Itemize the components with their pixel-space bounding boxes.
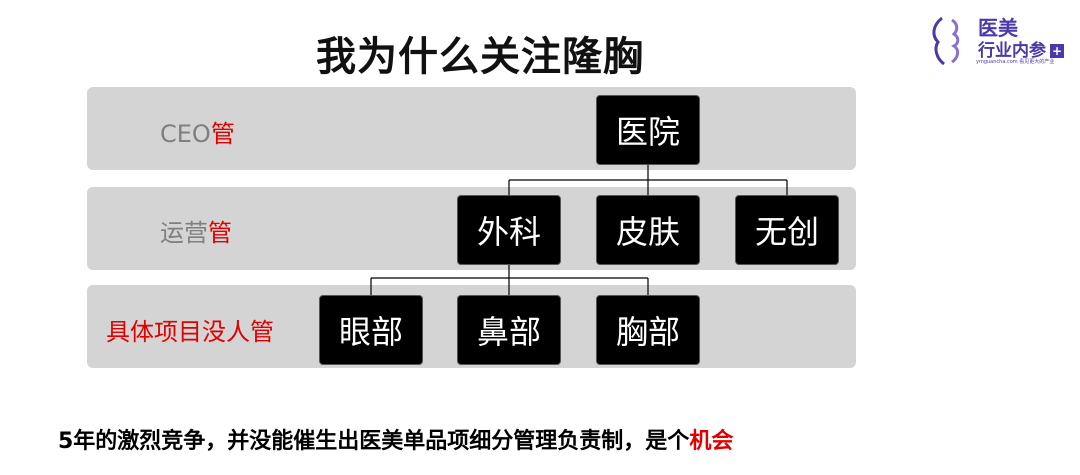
node-surgery: 外科: [457, 195, 561, 265]
logo-subtitle: 行业内参+: [978, 41, 1064, 61]
page-title: 我为什么关注隆胸: [316, 34, 644, 80]
node-hospital: 医院: [596, 95, 700, 165]
node-nose: 鼻部: [457, 295, 561, 365]
band-label-projects: 具体项目没人管: [106, 318, 274, 346]
node-noninvasive: 无创: [735, 195, 839, 265]
node-eye: 眼部: [319, 295, 423, 365]
band-label-ceo: CEO管: [160, 120, 235, 148]
face-profile-icon: [932, 16, 960, 66]
band-ceo: [87, 87, 856, 170]
node-skin: 皮肤: [596, 195, 700, 265]
logo-title: 医美: [978, 16, 1018, 40]
conclusion-text: 5年的激烈竞争，并没能催生出医美单品项细分管理负责制，是个机会: [58, 429, 734, 454]
brand-logo: 医美 行业内参+ ymguancha.com 看见更大的产业: [928, 10, 1078, 70]
band-label-operations: 运营管: [160, 219, 232, 247]
logo-tagline: ymguancha.com 看见更大的产业: [976, 59, 1055, 65]
plus-icon: +: [1050, 44, 1064, 58]
highlight-opportunity: 机会: [689, 429, 734, 454]
node-chest: 胸部: [596, 295, 700, 365]
